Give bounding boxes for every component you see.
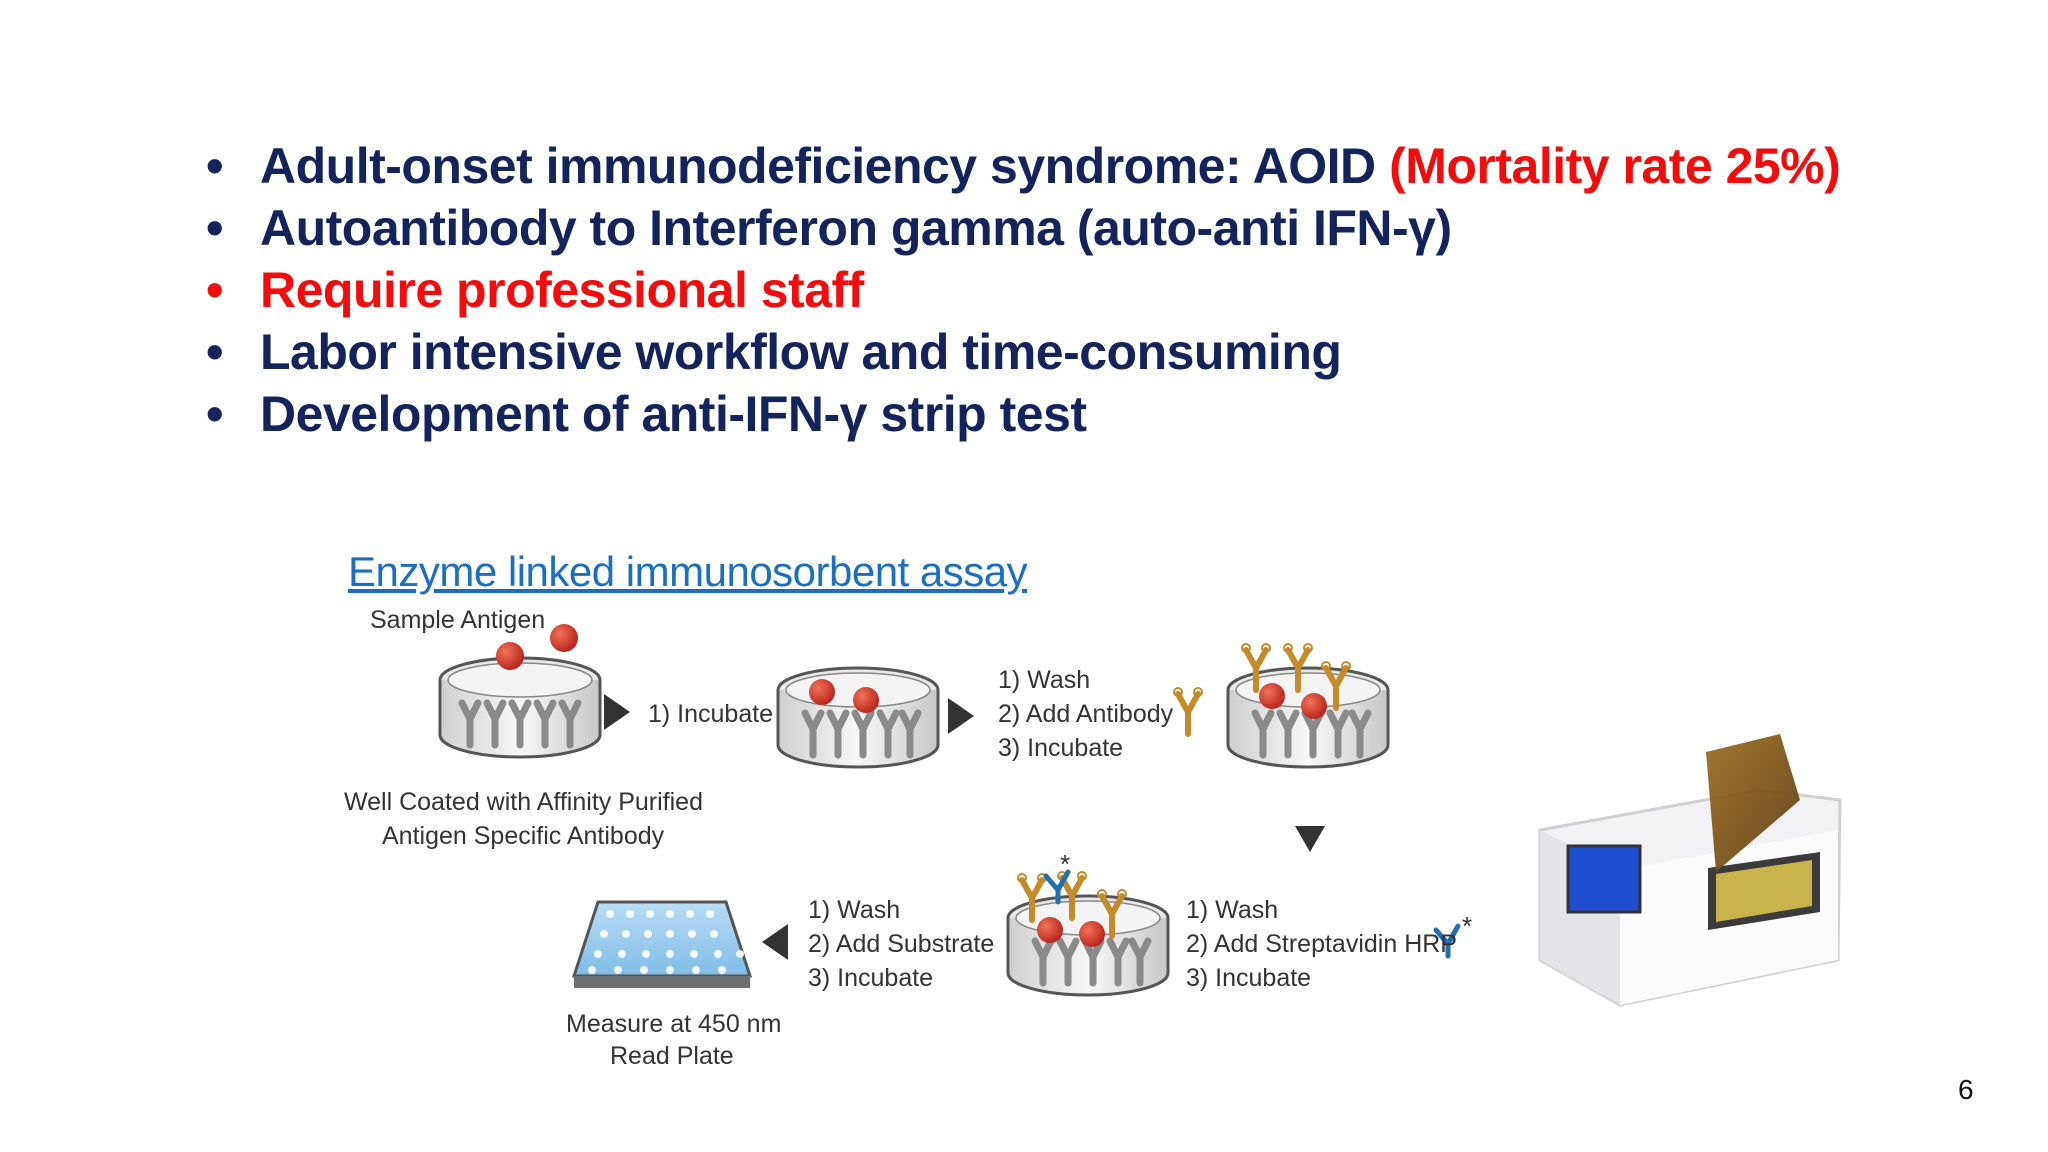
step4-line1: 1) Wash — [808, 896, 901, 924]
elisa-link[interactable]: Enzyme linked immunosorbent assay — [348, 548, 1028, 595]
mortality-rate-text: (Mortality rate 25%) — [1389, 138, 1841, 194]
step2-line1: 1) Wash — [998, 666, 1091, 694]
bullet-item-autoantibody: • Autoantibody to Interferon gamma (auto… — [206, 197, 1840, 259]
bullet-dot: • — [206, 262, 224, 318]
bullet-dot: • — [206, 138, 224, 194]
well-coated — [438, 656, 602, 759]
antigen-ball — [550, 624, 578, 652]
asterisk-label: * — [1060, 849, 1071, 879]
well-incubated — [776, 666, 940, 769]
bullet-text: Labor intensive workflow and time-consum… — [260, 324, 1342, 380]
well-caption-2: Antigen Specific Antibody — [382, 822, 665, 850]
antigen-ball — [1037, 917, 1063, 943]
arrow-right-icon — [948, 698, 974, 734]
bullet-item-strip-test: • Development of anti-IFN-γ strip test — [206, 383, 1840, 445]
step1-label: 1) Incubate — [648, 700, 774, 728]
step4-line3: 3) Incubate — [808, 964, 934, 992]
page-number: 6 — [1958, 1074, 1974, 1105]
bullet-item-professional-staff: • Require professional staff — [206, 259, 1840, 321]
antigen-ball — [1301, 693, 1327, 719]
sample-antigen-label: Sample Antigen — [370, 606, 546, 634]
bullet-text: Adult-onset immunodeficiency syndrome: A… — [260, 138, 1390, 194]
microplate — [571, 900, 753, 988]
bullet-text: Autoantibody to Interferon gamma (auto-a… — [260, 200, 1452, 256]
streptavidin-hrp-icon — [1433, 923, 1461, 959]
plate-reader — [1538, 734, 1842, 1007]
arrow-left-icon — [762, 924, 788, 960]
step3-line3: 3) Incubate — [1186, 964, 1312, 992]
step2-line2: 2) Add Antibody — [998, 700, 1174, 728]
bullet-dot: • — [206, 200, 224, 256]
bullet-item-labor: • Labor intensive workflow and time-cons… — [206, 321, 1840, 383]
step4-line2: 2) Add Substrate — [808, 930, 995, 958]
step3-line1: 1) Wash — [1186, 896, 1279, 924]
well-caption-1: Well Coated with Affinity Purified — [344, 788, 703, 816]
antigen-ball — [1079, 921, 1105, 947]
plate-caption-1: Measure at 450 nm — [566, 1010, 782, 1038]
bullet-list: • Adult-onset immunodeficiency syndrome:… — [206, 135, 1841, 445]
streptavidin-hrp-icon — [1043, 869, 1071, 905]
antigen-ball — [496, 642, 524, 670]
detection-antibody-icon — [1174, 688, 1202, 734]
antigen-ball — [809, 679, 835, 705]
antigen-ball — [853, 687, 879, 713]
arrow-down-icon — [1295, 826, 1325, 852]
bullet-text: Require professional staff — [260, 262, 864, 318]
antigen-ball — [1259, 683, 1285, 709]
arrow-right-icon — [604, 694, 630, 730]
bullet-item-aoid: • Adult-onset immunodeficiency syndrome:… — [206, 135, 1841, 197]
bullet-dot: • — [206, 324, 224, 380]
asterisk-label: * — [1462, 911, 1473, 941]
step3-line2: 2) Add Streptavidin HRP — [1186, 930, 1457, 958]
plate-caption-2: Read Plate — [610, 1042, 734, 1070]
step2-line3: 3) Incubate — [998, 734, 1124, 762]
bullet-dot: • — [206, 386, 224, 442]
bullet-text: Development of anti-IFN-γ strip test — [260, 386, 1087, 442]
